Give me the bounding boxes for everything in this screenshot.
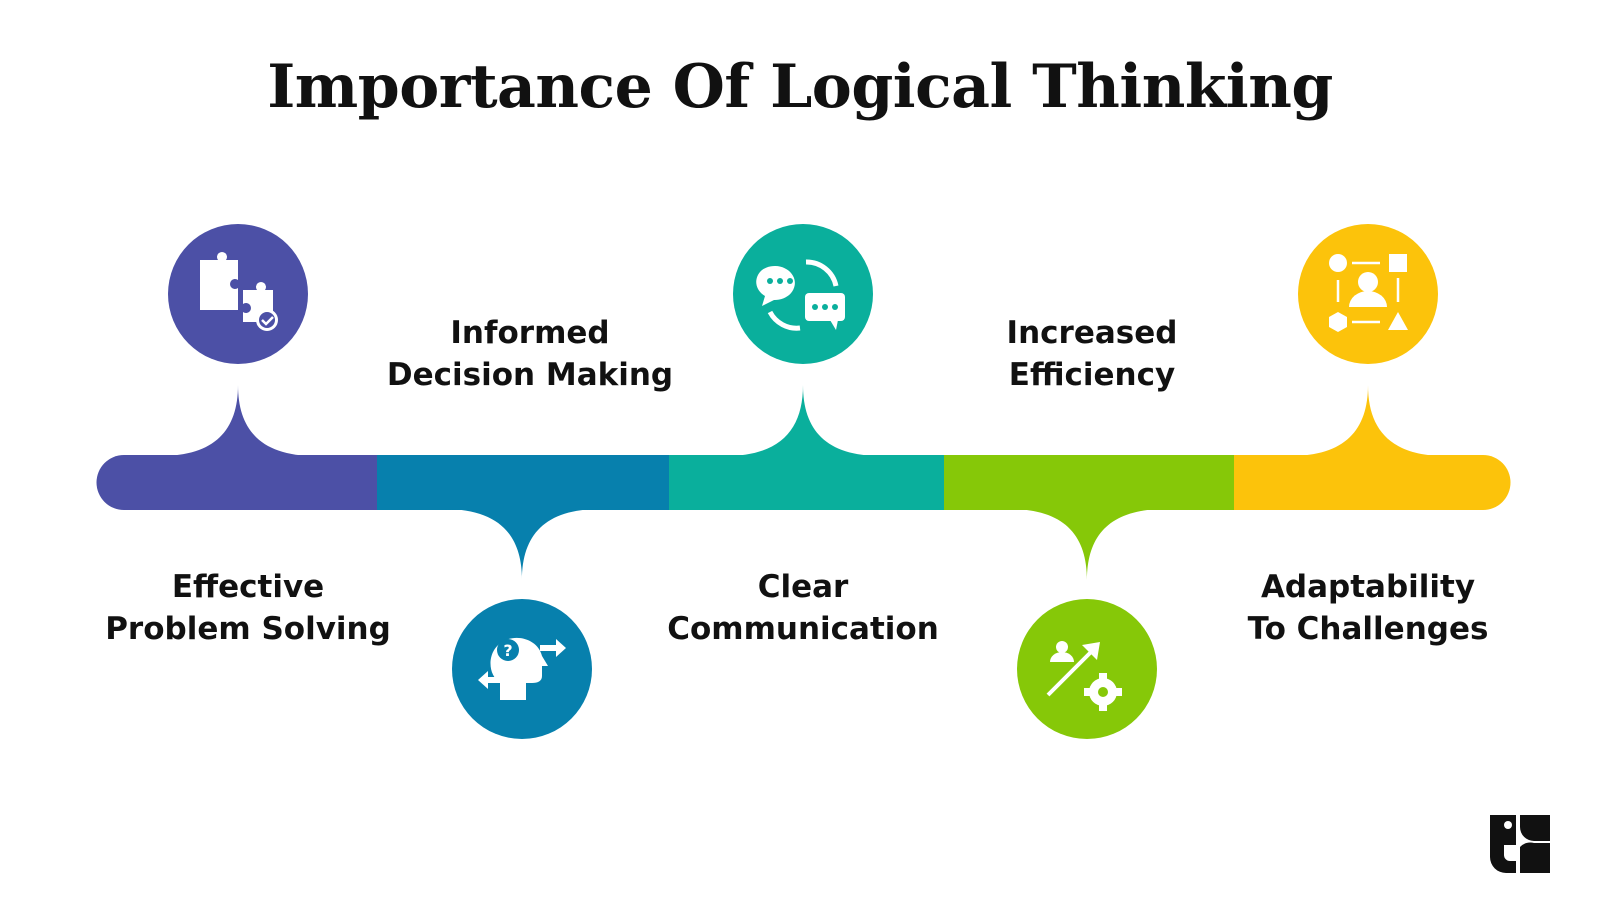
- circle-effective-problem-solving: [168, 224, 308, 364]
- connector-5: [1290, 385, 1446, 456]
- label-line-2: Efficiency: [1008, 357, 1176, 393]
- head-question-arrows-icon: ?: [478, 637, 566, 700]
- svg-text:?: ?: [503, 641, 512, 660]
- circle-clear-communication: [733, 224, 873, 364]
- label-increased-efficiency: Increased Efficiency: [922, 312, 1262, 396]
- growth-gear-icon: [1046, 641, 1122, 711]
- label-effective-problem-solving: Effective Problem Solving: [78, 566, 418, 650]
- circle-adaptability: [1298, 224, 1438, 364]
- circle-increased-efficiency: [1017, 599, 1157, 739]
- label-clear-communication: Clear Communication: [633, 566, 973, 650]
- label-line-1: Increased: [1006, 315, 1178, 351]
- user-shapes-icon: [1329, 254, 1408, 332]
- connector-4: [1009, 509, 1165, 580]
- band-segment-3: [669, 455, 945, 510]
- label-informed-decision-making: Informed Decision Making: [360, 312, 700, 396]
- band-segment-1: [96, 455, 378, 510]
- label-adaptability: Adaptability To Challenges: [1198, 566, 1538, 650]
- connector-2: [444, 509, 600, 580]
- page-title: Importance Of Logical Thinking: [267, 52, 1333, 122]
- brand-logo: [1490, 815, 1550, 873]
- label-line-2: To Challenges: [1247, 611, 1489, 647]
- label-line-1: Clear: [757, 569, 849, 605]
- label-line-2: Communication: [667, 611, 939, 647]
- puzzle-check-icon: [200, 251, 278, 331]
- circle-informed-decision-making: ?: [452, 599, 592, 739]
- band-segment-4: [944, 455, 1235, 510]
- band-segment-2: [377, 455, 670, 510]
- connector-3: [725, 385, 881, 456]
- label-line-2: Problem Solving: [105, 611, 391, 647]
- band-segment-5: [1234, 455, 1511, 510]
- chat-bubbles-cycle-icon: [756, 259, 845, 331]
- label-line-1: Effective: [171, 569, 325, 605]
- label-line-1: Adaptability: [1260, 569, 1476, 605]
- label-line-2: Decision Making: [386, 357, 674, 393]
- label-line-1: Informed: [450, 315, 610, 351]
- connector-1: [160, 385, 316, 456]
